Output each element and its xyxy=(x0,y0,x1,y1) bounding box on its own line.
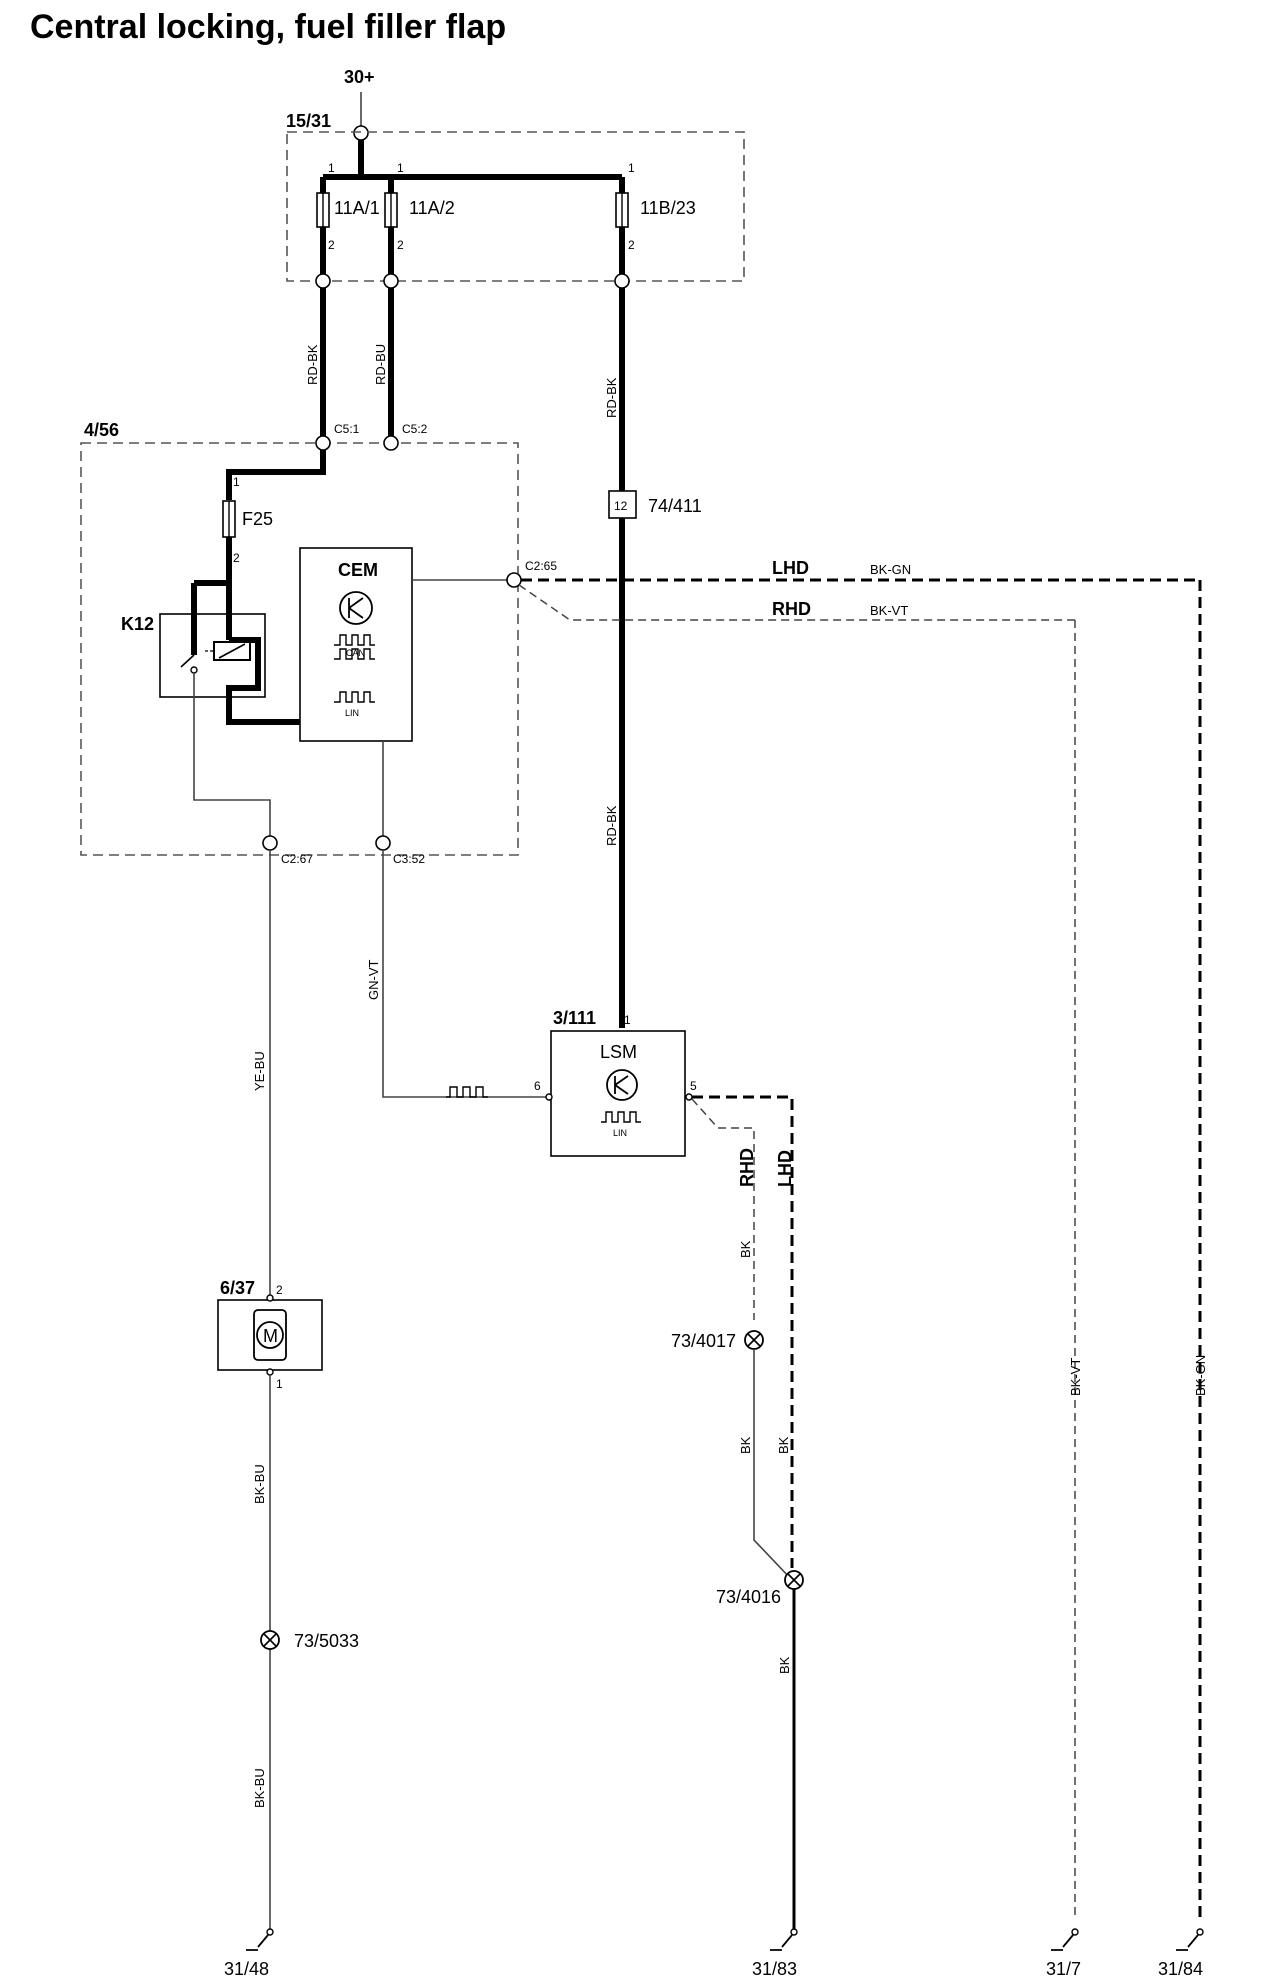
connector-c5-2 xyxy=(383,435,399,451)
connector-c2-67-label: C2:67 xyxy=(281,852,313,866)
lsm-module: 3/111 1 6 5 LSM LIN xyxy=(534,1008,697,1157)
lsm-rhd-bk-label: BK xyxy=(738,1240,753,1258)
splice-73-5033: 73/5033 xyxy=(260,1630,359,1651)
fusebox-boundary xyxy=(286,131,745,282)
connector-74-411-pin: 12 xyxy=(614,499,628,513)
svg-text:31/7: 31/7 xyxy=(1046,1959,1081,1979)
fuse-11b23-pin-out: 2 xyxy=(628,238,635,252)
lsm-pin-supply: 1 xyxy=(624,1013,631,1027)
connector-74-411 xyxy=(608,490,637,519)
lsm-id: 3/111 xyxy=(553,1008,596,1028)
wire-label-bk-ground: BK xyxy=(777,1656,792,1674)
svg-text:F25: F25 xyxy=(242,509,273,529)
wire-label-bk-bu-1: BK-BU xyxy=(252,1464,267,1504)
wire-label-bk-vt: BK-VT xyxy=(870,603,908,618)
wire-gn-vt xyxy=(382,850,546,1098)
wire-label-bk-rhd-2: BK xyxy=(738,1436,753,1454)
lsm-lhd-wire xyxy=(692,1095,794,1568)
motor-id: 6/37 xyxy=(220,1278,255,1298)
fuse-11a2: 1 2 11A/2 xyxy=(383,161,455,289)
fuse-11b23-label: 11B/23 xyxy=(640,198,696,218)
fuse-11a2-pin-out: 2 xyxy=(397,238,404,252)
fuse-f25: 1 2 F25 xyxy=(222,475,273,565)
supply-label: 30+ xyxy=(344,67,375,87)
connector-c3-52-label: C3:52 xyxy=(393,852,425,866)
motor-symbol: M xyxy=(263,1326,278,1346)
svg-text:2: 2 xyxy=(233,551,240,565)
lsm-rhd-label: RHD xyxy=(737,1148,757,1187)
motor-6-37: M 6/37 2 1 xyxy=(217,1278,323,1391)
fuse-11a2-label: 11A/2 xyxy=(409,198,455,218)
splice-73-4017: 73/4017 xyxy=(671,1330,764,1351)
diagram-title: Central locking, fuel filler flap xyxy=(30,8,506,46)
cem-control-unit: CEM CAN LIN xyxy=(299,547,413,742)
motor-pin-bottom: 1 xyxy=(276,1377,283,1391)
wire-label-bk-bu-2: BK-BU xyxy=(252,1768,267,1808)
cem-lin-label: LIN xyxy=(345,708,359,718)
lsm-name: LSM xyxy=(600,1042,637,1062)
splice-73-4016: 73/4016 xyxy=(716,1570,804,1607)
fuse-11a1-label: 11A/1 xyxy=(334,198,380,218)
connector-74-411-label: 74/411 xyxy=(648,496,702,516)
wire-label-bk-vt-v: BK-VT xyxy=(1068,1358,1083,1396)
cem-can-label: CAN xyxy=(346,648,365,658)
lsm-rhd-wire xyxy=(691,1098,755,1320)
lsm-lin-label: LIN xyxy=(613,1128,627,1138)
fuse-11b23-pin-in: 1 xyxy=(628,161,635,175)
lsm-pin-lin: 6 xyxy=(534,1079,541,1093)
rhd-label: RHD xyxy=(772,599,811,619)
cem-boundary xyxy=(80,442,519,856)
ground-31-48: 31/48 xyxy=(224,1928,274,1979)
svg-text:31/83: 31/83 xyxy=(752,1959,797,1979)
connector-c5-1-label: C5:1 xyxy=(334,422,360,436)
fuse-11b23: 1 2 11B/23 xyxy=(614,161,696,289)
wire-label-ye-bu: YE-BU xyxy=(252,1051,267,1091)
wire-label-gn-vt: GN-VT xyxy=(366,960,381,1001)
cem-name: CEM xyxy=(338,560,378,580)
wire-label-rd-bk-3: RD-BK xyxy=(604,805,619,846)
wire-label-rd-bk-1: RD-BK xyxy=(305,344,320,385)
relay-k12: K12 xyxy=(121,583,300,725)
lin-signal-symbol xyxy=(446,1086,488,1098)
svg-text:1: 1 xyxy=(233,475,240,489)
connector-c2-65 xyxy=(506,572,522,588)
supply-node xyxy=(353,125,369,141)
cem-internal-feed xyxy=(226,450,326,500)
connector-c5-2-label: C5:2 xyxy=(402,422,428,436)
svg-text:31/84: 31/84 xyxy=(1158,1959,1203,1979)
svg-text:31/48: 31/48 xyxy=(224,1959,269,1979)
splice-4017-to-4016 xyxy=(753,1349,793,1581)
wire-rhd-horizontal xyxy=(518,584,1075,621)
relay-k12-label: K12 xyxy=(121,614,154,634)
lsm-pin-out: 5 xyxy=(690,1079,697,1093)
lhd-label: LHD xyxy=(772,558,809,578)
wire-label-bk-lhd: BK xyxy=(776,1436,791,1454)
connector-c2-65-label: C2:65 xyxy=(525,559,557,573)
connector-c5-1 xyxy=(315,435,331,451)
connector-c3-52 xyxy=(375,835,391,851)
svg-text:73/4016: 73/4016 xyxy=(716,1587,781,1607)
fusebox-id: 15/31 xyxy=(286,111,331,131)
motor-pin-top: 2 xyxy=(276,1283,283,1297)
svg-text:73/5033: 73/5033 xyxy=(294,1631,359,1651)
fuse-11a1-pin-out: 2 xyxy=(328,238,335,252)
connector-c2-67 xyxy=(262,835,278,851)
fuse-11a1: 1 2 11A/1 xyxy=(315,161,380,289)
ground-31-7: 31/7 xyxy=(1046,1928,1081,1979)
svg-text:73/4017: 73/4017 xyxy=(671,1331,736,1351)
ground-31-84: 31/84 xyxy=(1158,1928,1204,1979)
wire-label-rd-bk-2: RD-BK xyxy=(604,377,619,418)
wire-label-rd-bu: RD-BU xyxy=(373,344,388,385)
wire-label-bk-gn-v: BK-GN xyxy=(1193,1355,1208,1396)
lsm-lhd-label: LHD xyxy=(775,1150,795,1187)
cem-module-id: 4/56 xyxy=(84,420,119,440)
fuse-11a1-pin-in: 1 xyxy=(328,161,335,175)
fuse-11a2-pin-in: 1 xyxy=(397,161,404,175)
ground-31-83: 31/83 xyxy=(752,1928,798,1979)
wire-label-bk-gn: BK-GN xyxy=(870,562,911,577)
relay-to-c2-67 xyxy=(193,673,271,851)
